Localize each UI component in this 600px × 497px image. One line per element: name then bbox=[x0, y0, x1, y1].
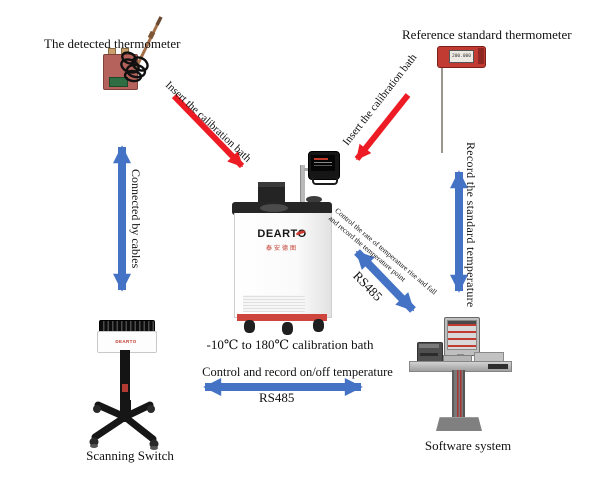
reference-lcd: 200.000 bbox=[449, 50, 474, 63]
bath-caption: -10℃ to 180℃ calibration bath bbox=[206, 337, 374, 352]
printer-top bbox=[419, 344, 439, 348]
scanning-switch-label: Scanning Switch bbox=[86, 448, 174, 463]
control-rate-double-arrow bbox=[354, 249, 416, 313]
software-system-label: Software system bbox=[424, 438, 512, 453]
bath-opening bbox=[260, 204, 288, 212]
reference-probe bbox=[441, 66, 443, 153]
capillary-and-probe bbox=[120, 16, 163, 83]
detected-thermometer-label: The detected thermometer bbox=[44, 36, 181, 51]
switch-stand-pole bbox=[120, 350, 130, 402]
bath-display-pole bbox=[300, 165, 305, 203]
bath-vent-grille bbox=[243, 295, 305, 312]
bath-caster bbox=[282, 322, 293, 335]
desk-pedestal bbox=[452, 370, 465, 418]
insert-right-arrow bbox=[354, 93, 411, 161]
switch-brand-logo: DEARTO bbox=[115, 339, 137, 344]
reference-display-cap bbox=[478, 48, 484, 64]
switch-caster-base bbox=[89, 400, 159, 450]
control-onoff-label: Control and record on/off temperature bbox=[202, 365, 393, 379]
desk-item bbox=[488, 364, 508, 369]
reference-thermometer-label: Reference standard thermometer bbox=[402, 27, 572, 42]
bath-screen-row bbox=[314, 162, 332, 163]
bath-lid-top bbox=[258, 182, 285, 187]
bath-pole-foot bbox=[306, 196, 322, 203]
monitor-screen bbox=[447, 320, 477, 350]
bath-screen-readout bbox=[314, 158, 328, 160]
bath-display-arm bbox=[304, 168, 310, 171]
bath-caster bbox=[313, 319, 324, 332]
rs485-horizontal-label: RS485 bbox=[259, 390, 295, 405]
printer-slot bbox=[420, 353, 438, 356]
desk-base bbox=[436, 417, 482, 431]
bath-caster bbox=[244, 320, 255, 333]
bath-brand-logo: DEARTO bbox=[257, 228, 307, 240]
connected-by-cables-label: Connected by cables bbox=[129, 169, 143, 269]
bath-brand-chinese: 泰安德图 bbox=[265, 246, 298, 252]
bath-red-trim bbox=[237, 314, 327, 321]
switch-pole-sticker bbox=[122, 384, 128, 392]
bath-display-handle bbox=[312, 177, 338, 185]
bath-screen-row bbox=[314, 165, 332, 166]
record-standard-temperature-label: Record the standard temperature bbox=[464, 142, 478, 308]
bath-lid-box bbox=[258, 182, 285, 204]
insert-left-arrow bbox=[171, 93, 245, 169]
thermostat-label bbox=[109, 77, 128, 87]
